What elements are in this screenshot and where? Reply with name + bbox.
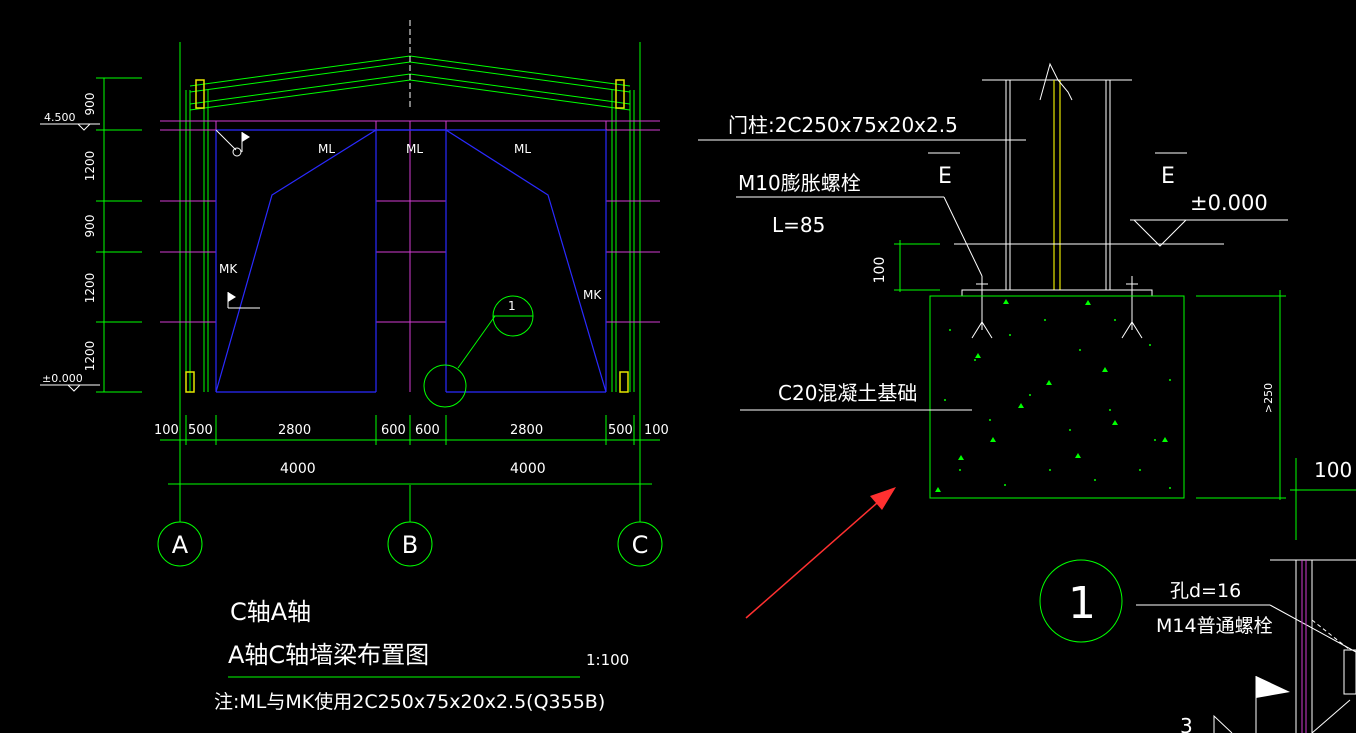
concrete-label: C20混凝土基础: [778, 381, 917, 405]
concrete-hatch: [935, 299, 1171, 492]
bolt14-label: M14普通螺栓: [1156, 615, 1273, 637]
bay-dim-2: 4000: [510, 461, 546, 477]
axis-a: A: [172, 531, 189, 559]
level-mark-top: [40, 123, 100, 131]
detail-1-number: 1: [1068, 578, 1096, 629]
wall-beam-elevation: ML ML ML MK MK 1: [40, 20, 669, 713]
detail-side-number: 3: [1180, 714, 1193, 733]
hdim-8: 100: [644, 423, 669, 438]
bay-dim-1: 4000: [280, 461, 316, 477]
vdim-2: 1200: [83, 151, 97, 182]
beam-label-1: ML: [318, 142, 335, 156]
foundation-detail: ±0.000 E E 门柱:2C250x75x20x2.5 M10膨胀螺栓 L=…: [698, 62, 1356, 540]
hdim-3: 2800: [278, 423, 311, 438]
dim-bottom: 100: [1314, 458, 1352, 482]
svg-text:1: 1: [508, 299, 516, 313]
title-scale: 1:100: [586, 651, 629, 669]
vdim-4: 1200: [83, 273, 97, 304]
title-line-1: C轴A轴: [230, 598, 311, 626]
foundation-level: ±0.000: [1190, 191, 1268, 215]
red-arrow: [745, 487, 896, 619]
axis-bubbles: [157, 485, 663, 567]
level-mark-bottom: [40, 384, 100, 392]
axis-b: B: [402, 531, 418, 559]
vdim-5: 1200: [83, 341, 97, 372]
post-label: 门柱:2C250x75x20x2.5: [728, 113, 958, 137]
vdim-1: 900: [83, 93, 97, 116]
bolt-length: L=85: [772, 213, 825, 237]
title-note: 注:ML与MK使用2C250x75x20x2.5(Q355B): [214, 691, 605, 713]
door-frame: [215, 129, 607, 393]
level-top-text: 4.500: [44, 111, 76, 124]
hdim-1: 100: [154, 423, 179, 438]
hdim-5: 600: [415, 423, 440, 438]
detail-1: 1 孔d=16 M14普通螺栓 3: [1039, 559, 1356, 733]
post-label-left: MK: [219, 262, 238, 276]
wall-girts: [160, 120, 660, 392]
detail-callout-1: 1: [423, 295, 534, 408]
vdim-3: 900: [83, 215, 97, 238]
post-label-right: MK: [583, 288, 602, 302]
bolt-label: M10膨胀螺栓: [738, 171, 861, 195]
dim-left: 100: [872, 257, 888, 284]
axis-c: C: [632, 531, 649, 559]
title-line-2: A轴C轴墙梁布置图: [228, 641, 429, 669]
dim-right: >250: [1262, 383, 1275, 413]
hdim-2: 500: [188, 423, 213, 438]
section-markers: [227, 132, 260, 309]
roof-rafters: [189, 20, 631, 111]
hdim-6: 2800: [510, 423, 543, 438]
vertical-dimensions: [96, 77, 142, 393]
horizontal-dimensions: [160, 415, 660, 485]
section-right: E: [1161, 164, 1175, 189]
section-left: E: [938, 164, 952, 189]
concrete-block: [929, 295, 1185, 499]
level-bottom-text: ±0.000: [42, 372, 83, 385]
beam-label-2: ML: [406, 142, 423, 156]
hdim-7: 500: [608, 423, 633, 438]
beam-label-3: ML: [514, 142, 531, 156]
hdim-4: 600: [381, 423, 406, 438]
hole-label: 孔d=16: [1170, 580, 1241, 602]
columns: [179, 42, 641, 485]
